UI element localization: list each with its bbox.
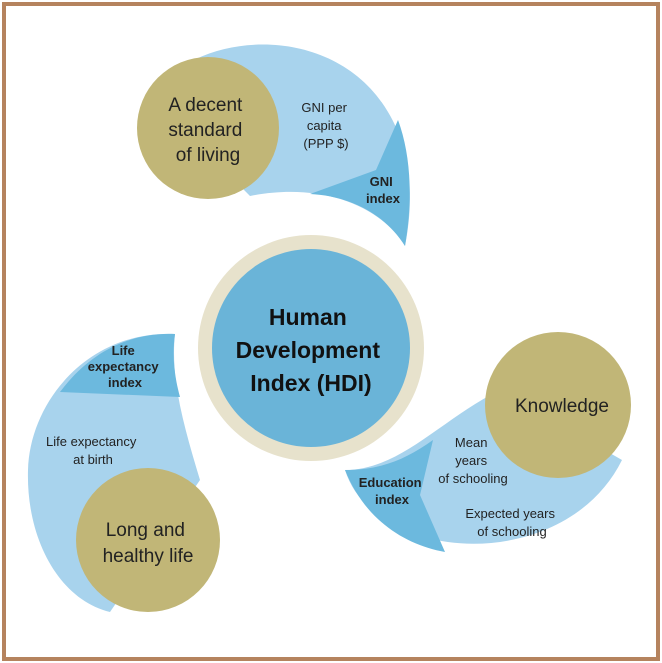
life-expectancy-index-label: Life expectancy index (88, 343, 162, 390)
living-standard-circle (137, 57, 279, 199)
education-index-area (345, 440, 445, 552)
knowledge-circle (485, 332, 631, 478)
education-index-label: Education index (359, 475, 425, 507)
life-expectancy-label: Life expectancy at birth (46, 434, 140, 467)
knowledge-segment: Knowledge Mean years of schooling Expect… (345, 332, 631, 552)
health-label: Long and healthy life (103, 520, 194, 567)
living-standard-segment: A decent standard of living GNI per capi… (137, 44, 410, 247)
knowledge-label: Knowledge (515, 396, 609, 417)
health-segment: Long and healthy life Life expectancy at… (27, 333, 220, 612)
health-circle (76, 468, 220, 612)
life-expectancy-index-area (60, 333, 180, 397)
mean-years-label: Mean years of schooling (438, 435, 507, 486)
expected-years-label: Expected years of schooling (465, 506, 558, 539)
hdi-circle (212, 249, 410, 447)
living-standard-label: A decent standard of living (168, 95, 247, 166)
hdi-center: Human Development Index (HDI) (198, 235, 424, 461)
gni-index-area (310, 120, 410, 246)
hdi-title: Human Development Index (HDI) (236, 304, 387, 396)
gni-per-capita-label: GNI per capita (PPP $) (301, 100, 350, 151)
gni-index-label: GNI index (366, 174, 401, 206)
